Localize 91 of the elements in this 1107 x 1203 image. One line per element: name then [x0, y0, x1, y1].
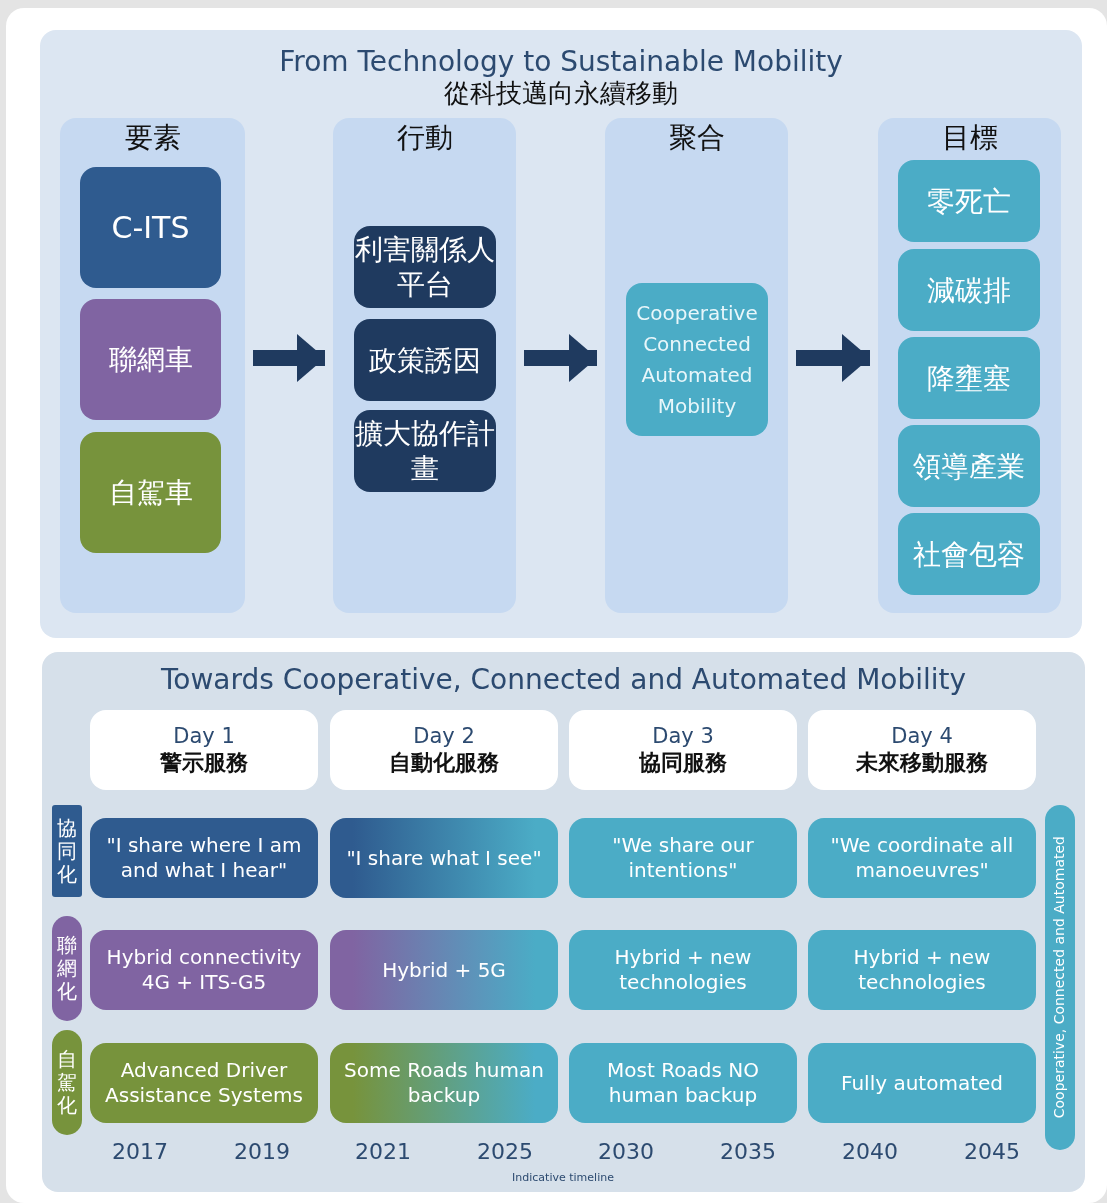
year-label: 2025 [477, 1139, 533, 1164]
cell-text: "We coordinate all manoeuvres" [829, 833, 1015, 883]
mobility-box [626, 283, 768, 436]
action-box [354, 319, 496, 401]
column-panel [333, 118, 516, 613]
stage-cell [330, 818, 558, 898]
panel [42, 652, 1085, 1192]
stage-header [808, 710, 1036, 790]
panel-subtitle: 從科技邁向永續移動 [444, 77, 678, 110]
stage-day: Day 3 [652, 723, 714, 750]
box-label: C-ITS [111, 208, 190, 247]
goal-box [898, 160, 1040, 242]
panel-title: Towards Cooperative, Connected and Automated Mobility [160, 662, 967, 697]
box-label: 降壅塞 [927, 360, 1011, 396]
cell-text: Hybrid + new technologies [613, 945, 753, 995]
stage-cell [90, 1043, 318, 1123]
box-label: 擴大協作計畫 [354, 416, 496, 486]
stage-day: Day 1 [173, 723, 235, 750]
timeline-caption: Indicative timeline [512, 1171, 614, 1184]
column-heading: 聚合 [668, 120, 725, 155]
stage-cell [330, 930, 558, 1010]
stage-name: 協同服務 [639, 749, 727, 777]
row-label-bar [52, 916, 82, 1021]
cell-text: Hybrid + 5G [381, 957, 507, 983]
goal-box [898, 513, 1040, 595]
stage-header [330, 710, 558, 790]
year-label: 2030 [598, 1139, 654, 1164]
year-label: 2019 [234, 1139, 290, 1164]
column-heading: 目標 [941, 120, 998, 155]
element-box [80, 432, 221, 553]
panel-title: From Technology to Sustainable Mobility [279, 44, 843, 79]
goal-box [898, 425, 1040, 507]
stage-day: Day 2 [413, 723, 475, 750]
row-label: 自駕化 [56, 1048, 78, 1117]
year-label: 2017 [112, 1139, 168, 1164]
row-label-bar [52, 1030, 82, 1135]
stage-cell [90, 930, 318, 1010]
column-panel [605, 118, 788, 613]
year-label: 2035 [720, 1139, 776, 1164]
goal-box [898, 249, 1040, 331]
stage-header [569, 710, 797, 790]
cell-text: Hybrid + new technologies [852, 945, 992, 995]
year-label: 2045 [964, 1139, 1020, 1164]
side-bar [1045, 805, 1075, 1150]
block-arrow [253, 334, 325, 382]
cell-text: Hybrid connectivity 4G + ITS-G5 [105, 945, 303, 995]
column-heading: 行動 [396, 120, 453, 155]
block-arrow [524, 334, 597, 382]
year-label: 2021 [355, 1139, 411, 1164]
stage-day: Day 4 [891, 723, 953, 750]
box-label: 利害關係人平台 [354, 232, 496, 302]
stage-cell [330, 1043, 558, 1123]
stage-name: 未來移動服務 [856, 749, 988, 777]
row-label: 協同化 [56, 816, 78, 886]
column-panel [878, 118, 1061, 613]
cell-text: "I share where I am and what I hear" [105, 833, 303, 883]
panel [40, 30, 1082, 638]
stage-cell [808, 930, 1036, 1010]
box-label: 社會包容 [913, 536, 1025, 572]
stage-cell [90, 818, 318, 898]
box-label: 零死亡 [927, 183, 1011, 219]
stage-header [90, 710, 318, 790]
column-panel [60, 118, 245, 613]
stage-cell [569, 930, 797, 1010]
cell-text: Advanced Driver Assistance Systems [104, 1058, 304, 1108]
stage-cell [569, 1043, 797, 1123]
block-arrow [796, 334, 870, 382]
box-label: 領導產業 [913, 448, 1025, 484]
box-label: 政策誘因 [369, 342, 481, 378]
box-label: 自駕車 [108, 475, 193, 510]
element-box [80, 299, 221, 420]
goal-box [898, 337, 1040, 419]
stage-cell [569, 818, 797, 898]
cell-text: "We share our intentions" [611, 833, 755, 883]
box-label: Cooperative Connected Automated Mobility [635, 299, 759, 420]
row-label-bar [52, 805, 82, 897]
stage-name: 自動化服務 [389, 749, 499, 777]
side-bar-label: Cooperative, Connected and Automated [1051, 836, 1069, 1119]
element-box [80, 167, 221, 288]
row-label: 聯網化 [56, 934, 78, 1003]
stage-cell [808, 1043, 1036, 1123]
box-label: 減碳排 [927, 272, 1011, 308]
cell-text: "I share what I see" [345, 845, 543, 871]
column-heading: 要素 [124, 120, 181, 155]
box-label: 聯網車 [108, 342, 193, 377]
year-label: 2040 [842, 1139, 898, 1164]
stage-name: 警示服務 [160, 749, 248, 777]
cell-text: Fully automated [840, 1070, 1004, 1096]
stage-cell [808, 818, 1036, 898]
cell-text: Some Roads human backup [343, 1058, 545, 1108]
cell-text: Most Roads NO human backup [606, 1058, 760, 1108]
